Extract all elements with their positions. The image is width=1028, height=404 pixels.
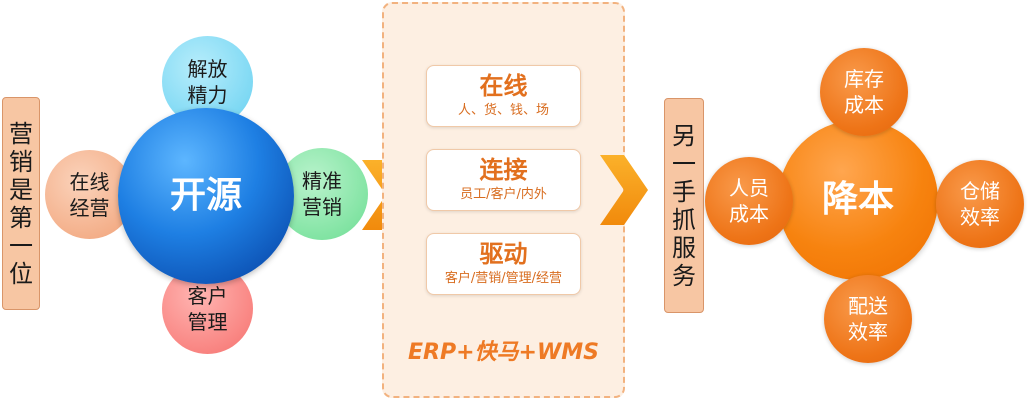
circle-kaiyuan-center: 开源	[118, 108, 294, 284]
circle-label-line: 精力	[187, 82, 228, 107]
right-vertical-tag: 另 一 手 抓 服 务	[664, 98, 704, 313]
circle-cangchu-xiaolv: 仓储 效率	[936, 160, 1024, 248]
center-label: 开源	[169, 175, 242, 216]
circle-label-line: 管理	[187, 309, 228, 334]
card-title: 驱动	[479, 240, 528, 268]
right-tag-char: 务	[672, 261, 696, 290]
card-zaixian: 在线 人、货、钱、场	[426, 65, 581, 127]
circle-renyuan-chengben: 人员 成本	[705, 157, 793, 245]
circle-kucun-chengben: 库存 成本	[820, 48, 908, 136]
circle-label-line: 客户	[187, 283, 228, 308]
circle-label-line: 在线	[69, 169, 110, 194]
right-tag-char: 另	[672, 121, 696, 150]
left-tag-char: 第	[9, 203, 33, 232]
card-subtitle: 员工/客户/内外	[460, 187, 547, 202]
circle-label-line: 成本	[729, 202, 769, 226]
left-tag-char: 一	[9, 231, 33, 260]
left-tag-char: 销	[9, 147, 33, 176]
circle-label-line: 成本	[844, 93, 884, 117]
left-tag-char: 位	[9, 259, 33, 288]
left-tag-char: 营	[9, 119, 33, 148]
card-title: 在线	[479, 72, 528, 100]
circle-label-line: 人员	[729, 176, 769, 200]
card-qudong: 驱动 客户/营销/管理/经营	[426, 233, 581, 295]
circle-label-line: 精准	[302, 169, 342, 193]
circle-jiangben-center: 降本	[778, 120, 938, 280]
right-tag-char: 服	[672, 233, 696, 262]
card-lianjie: 连接 员工/客户/内外	[426, 149, 581, 211]
card-subtitle: 客户/营销/管理/经营	[444, 271, 563, 286]
card-subtitle: 人、货、钱、场	[457, 103, 549, 118]
card-title: 连接	[479, 156, 528, 184]
circle-label-line: 效率	[960, 205, 1000, 229]
circle-label-line: 经营	[69, 195, 110, 220]
circle-label-line: 营销	[302, 195, 342, 219]
center-label: 降本	[821, 179, 894, 220]
circle-label-line: 库存	[844, 67, 884, 91]
right-tag-char: 抓	[672, 205, 696, 234]
circle-label-line: 效率	[848, 320, 888, 344]
middle-footer-text: ERP+快马+WMS	[408, 340, 599, 365]
circle-label-line: 配送	[848, 294, 888, 318]
circle-label-line: 仓储	[960, 179, 1000, 203]
left-tag-char: 是	[9, 175, 33, 204]
left-vertical-tag: 营 销 是 第 一 位	[2, 97, 40, 310]
right-tag-char: 手	[672, 177, 696, 206]
right-tag-char: 一	[672, 149, 696, 178]
chevron-right-icon	[600, 155, 648, 225]
circle-label-line: 解放	[187, 56, 228, 81]
circle-peisong-xiaolv: 配送 效率	[824, 275, 912, 363]
